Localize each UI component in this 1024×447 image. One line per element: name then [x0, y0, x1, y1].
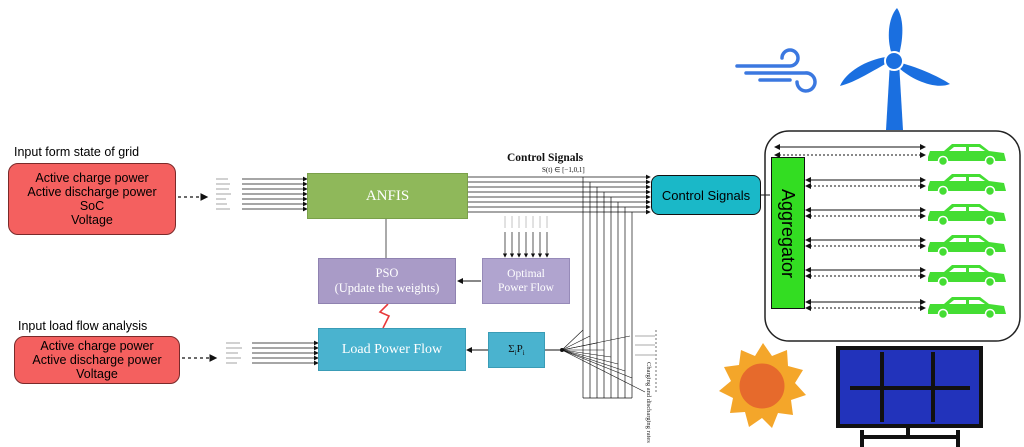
load-input-line: Voltage	[76, 367, 118, 381]
anfis-label: ANFIS	[365, 187, 410, 204]
car-icon	[928, 174, 1006, 197]
grid-input-line: Active discharge power	[27, 185, 157, 199]
lpf-input-lines	[252, 340, 319, 366]
pso-title: PSO	[375, 266, 399, 280]
aggregator-label: Aggregator	[778, 188, 799, 278]
load-input-heading: Input load flow analysis	[18, 319, 148, 333]
opf-title-line2: Power Flow	[498, 282, 554, 294]
grid-input-line: Voltage	[71, 213, 113, 227]
fan-lines	[561, 329, 646, 393]
signal-drop-lines	[582, 177, 633, 399]
control-signals-block: Control Signals	[651, 175, 761, 215]
pso-subtitle: (Update the weights)	[334, 281, 440, 295]
wind-turbine-icon	[840, 8, 950, 130]
grid-input-line: Active charge power	[35, 171, 149, 185]
ev-fleet-container	[764, 130, 1021, 342]
car-icon	[928, 204, 1006, 227]
sun-icon	[719, 343, 806, 428]
car-icon	[928, 144, 1006, 167]
grid-input-heading: Input form state of grid	[14, 145, 140, 159]
sigma-icon: ΣiPi	[508, 342, 525, 358]
charging-rates-note: Charging and discharging rates	[645, 362, 652, 443]
wind-icon	[735, 48, 817, 93]
car-icon	[928, 297, 1006, 320]
car-icon	[928, 235, 1006, 258]
lpf-pso-link	[378, 303, 391, 329]
control-signals-heading: Control Signals	[507, 152, 584, 164]
control-signals-box-label: Control Signals	[661, 187, 751, 203]
aggregator-car-links	[774, 144, 926, 311]
grid-input-box: Active charge power Active discharge pow…	[8, 163, 176, 235]
load-input-line: Active charge power	[40, 339, 154, 353]
opf-input-lines	[502, 232, 550, 258]
car-icon	[928, 265, 1006, 288]
opf-block: Optimal Power Flow	[482, 258, 570, 304]
car-group	[928, 144, 1006, 320]
grid-input-line: SoC	[79, 199, 105, 213]
load-input-box: Active charge power Active discharge pow…	[14, 336, 180, 384]
aggregator-block: Aggregator	[771, 157, 805, 309]
solar-panel-icon	[836, 346, 983, 447]
opf-title-line1: Optimal	[507, 268, 545, 280]
anfis-block: ANFIS	[307, 173, 468, 219]
load-power-flow-block: Load Power Flow	[318, 328, 466, 371]
anfis-output-lines	[468, 174, 651, 215]
control-signals-formula: S(t) ∈ [−1,0,1]	[542, 166, 585, 174]
sum-block: ΣiPi	[488, 332, 545, 368]
lpf-label: Load Power Flow	[341, 341, 443, 357]
anfis-input-labels	[216, 178, 231, 210]
pso-block: PSO (Update the weights)	[318, 258, 456, 304]
load-input-line: Active discharge power	[32, 353, 162, 367]
anfis-input-lines	[242, 176, 308, 212]
